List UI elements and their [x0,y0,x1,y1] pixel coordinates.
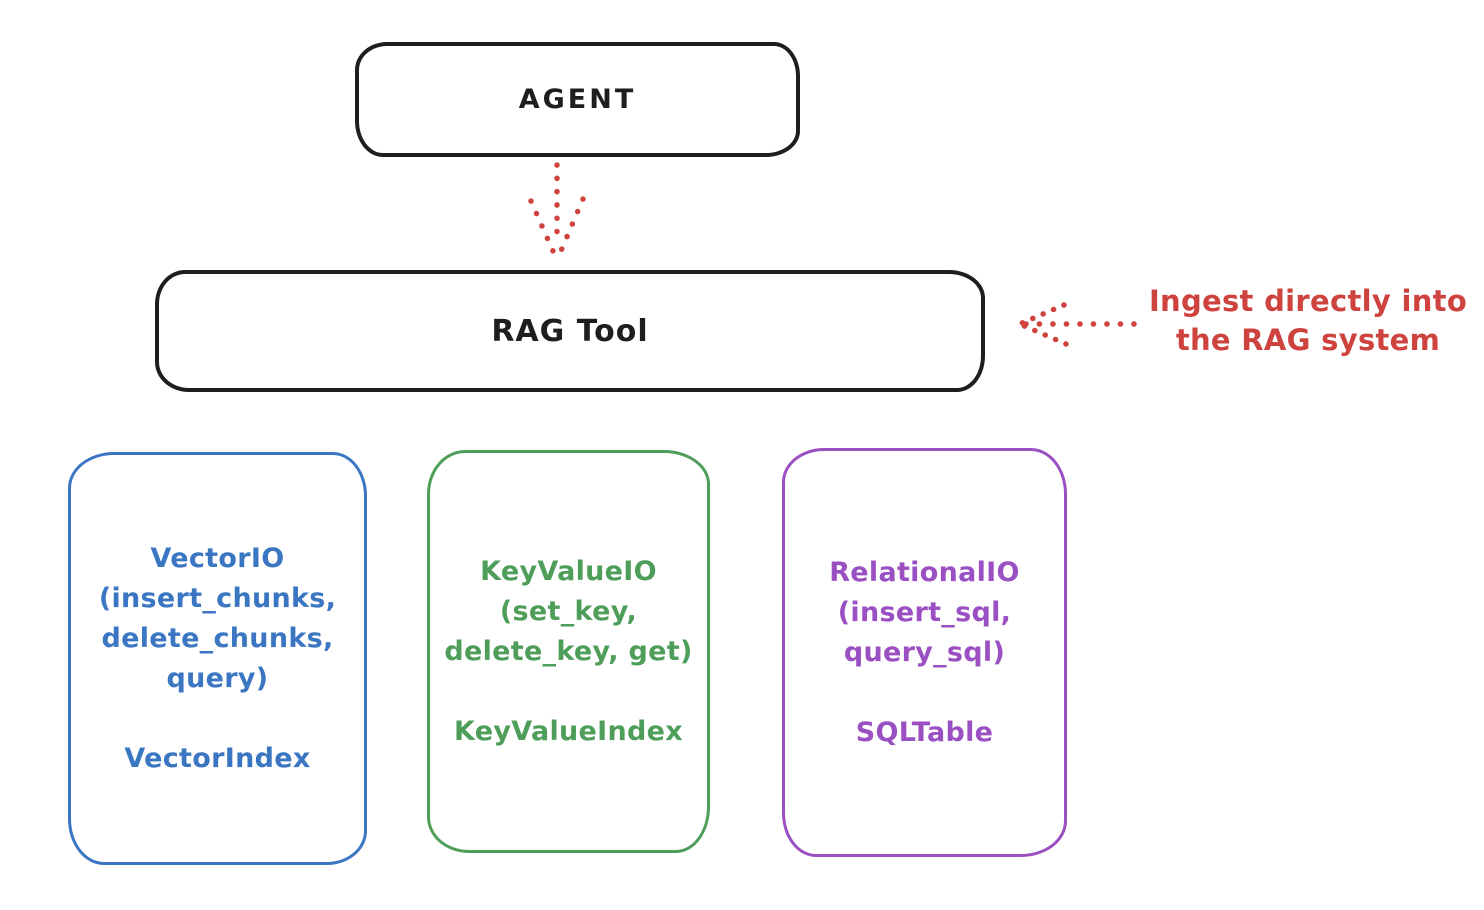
relational-io-line: RelationalIO [829,556,1020,588]
relational-io-line: (insert_sql, [837,596,1012,628]
sql-table-label: SQLTable [855,716,994,748]
keyvalue-io-line: delete_key, get) [444,635,693,667]
vector-io-line: VectorIO [150,542,285,574]
ingest-annotation-line2: the RAG system [1175,323,1441,357]
left-arrow-icon [1019,302,1137,347]
keyvalue-io-line: (set_key, [499,595,638,627]
vector-io-line: query) [166,662,269,694]
keyvalue-io-line: KeyValueIO [480,555,657,587]
vector-io-box: VectorIO (insert_chunks, delete_chunks, … [68,452,367,865]
agent-box: AGENT [355,42,800,157]
relational-io-box: RelationalIO (insert_sql, query_sql) SQL… [782,448,1067,857]
vector-io-line: (insert_chunks, [98,582,337,614]
relational-io-line: query_sql) [843,636,1006,668]
ingest-annotation-line1: Ingest directly into [1148,284,1468,318]
keyvalue-index-label: KeyValueIndex [453,715,683,747]
agent-label: AGENT [518,84,637,115]
rag-tool-label: RAG Tool [491,313,649,349]
rag-tool-box: RAG Tool [155,270,985,392]
down-arrow-icon [528,162,586,261]
ingest-annotation: Ingest directly into the RAG system [1140,282,1476,360]
keyvalue-io-box: KeyValueIO (set_key, delete_key, get) Ke… [427,450,710,853]
vector-index-label: VectorIndex [124,742,311,774]
vector-io-line: delete_chunks, [101,622,334,654]
